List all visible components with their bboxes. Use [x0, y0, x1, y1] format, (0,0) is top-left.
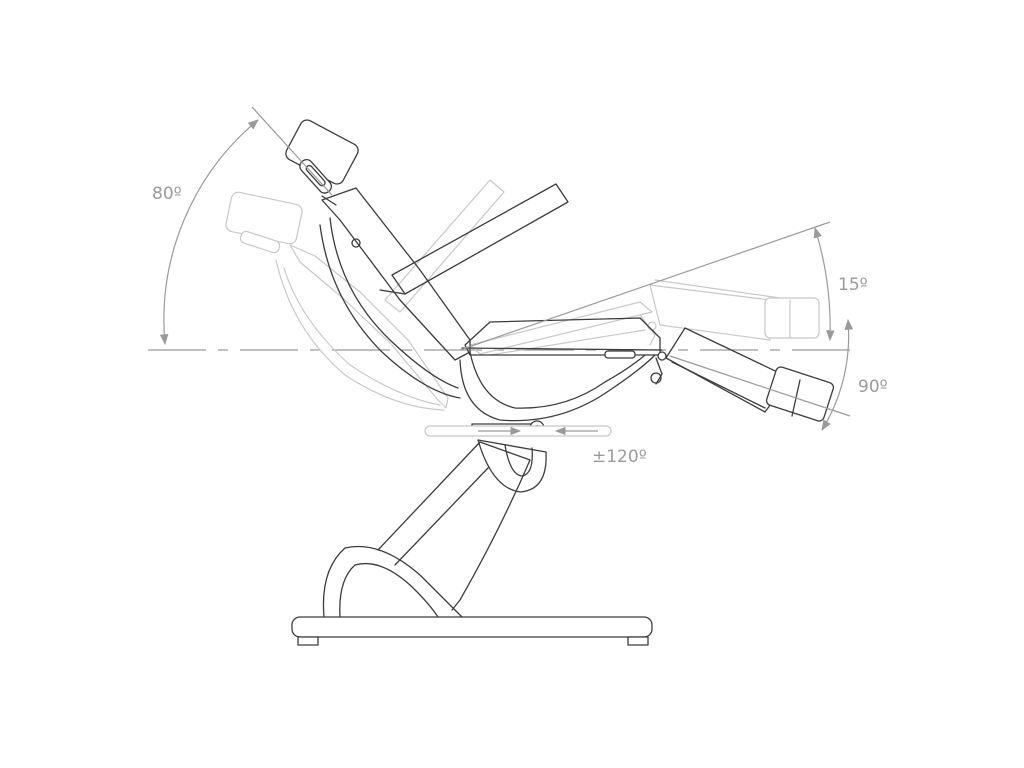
support-column [377, 441, 531, 611]
leg-angle-label: 90º [858, 377, 888, 397]
backrest-angle-arc [159, 119, 259, 346]
seat-angle-label: 15º [838, 275, 868, 295]
leg-angle-arc [821, 318, 854, 431]
rotation-label: ±120º [592, 447, 647, 467]
arm-rest [391, 183, 569, 295]
backrest-angle-label: 80º [152, 184, 182, 204]
base-plate [291, 616, 653, 638]
chair-upright [285, 119, 835, 646]
backrest [321, 187, 471, 361]
seat-shell [459, 354, 656, 422]
